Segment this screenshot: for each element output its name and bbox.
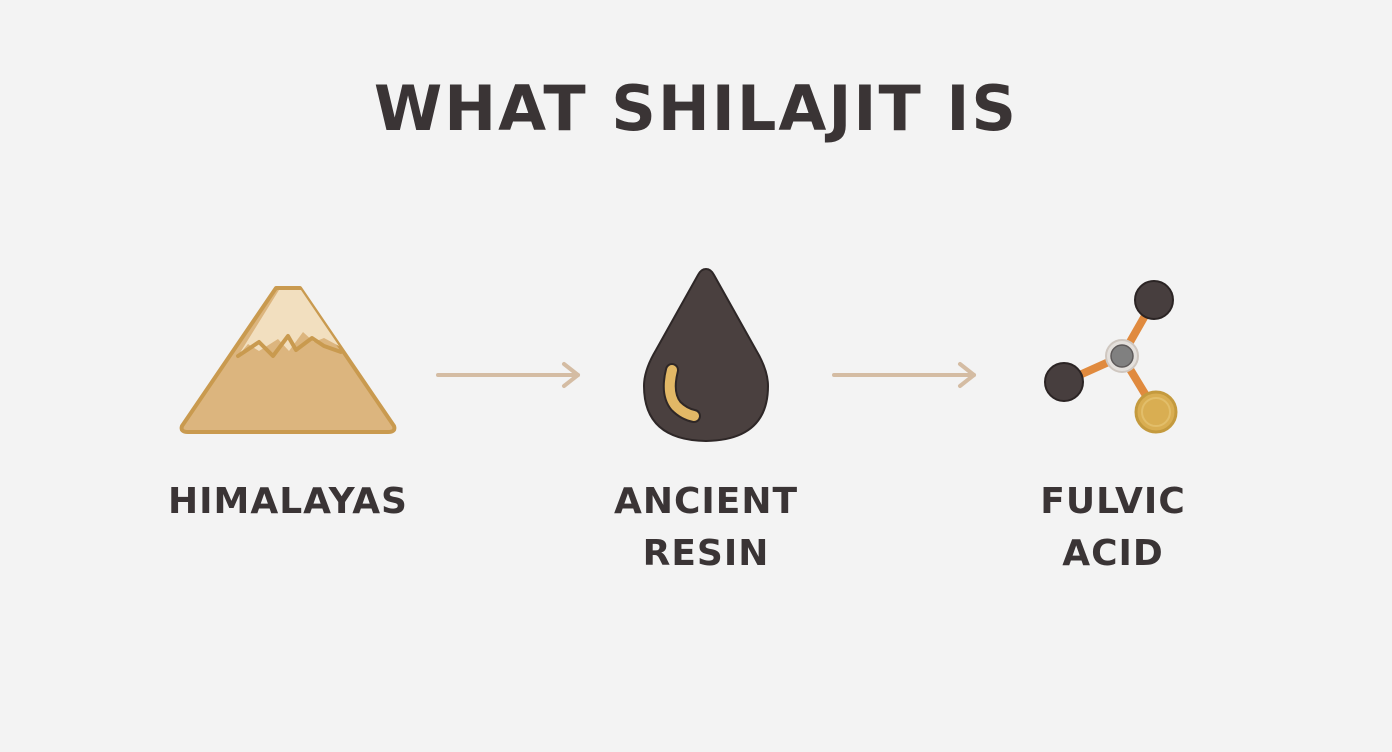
resin-drop-icon xyxy=(642,267,770,443)
label-line: ANCIENT xyxy=(613,481,799,522)
arrow-right-icon xyxy=(436,362,580,388)
molecule-icon xyxy=(1044,280,1178,434)
label-line: HIMALAYAS xyxy=(168,481,408,522)
page-title: WHAT SHILAJIT IS xyxy=(373,72,1019,145)
label-line: RESIN xyxy=(642,533,770,574)
label-line: ACID xyxy=(1062,533,1164,574)
step-label-fulvic-acid: FULVIC ACID xyxy=(963,476,1263,580)
step-label-himalayas: HIMALAYAS xyxy=(138,476,438,528)
mountain-icon xyxy=(179,286,397,434)
arrow-right-icon xyxy=(832,362,976,388)
step-label-ancient-resin: ANCIENT RESIN xyxy=(556,476,856,580)
label-line: FULVIC xyxy=(1040,481,1186,522)
